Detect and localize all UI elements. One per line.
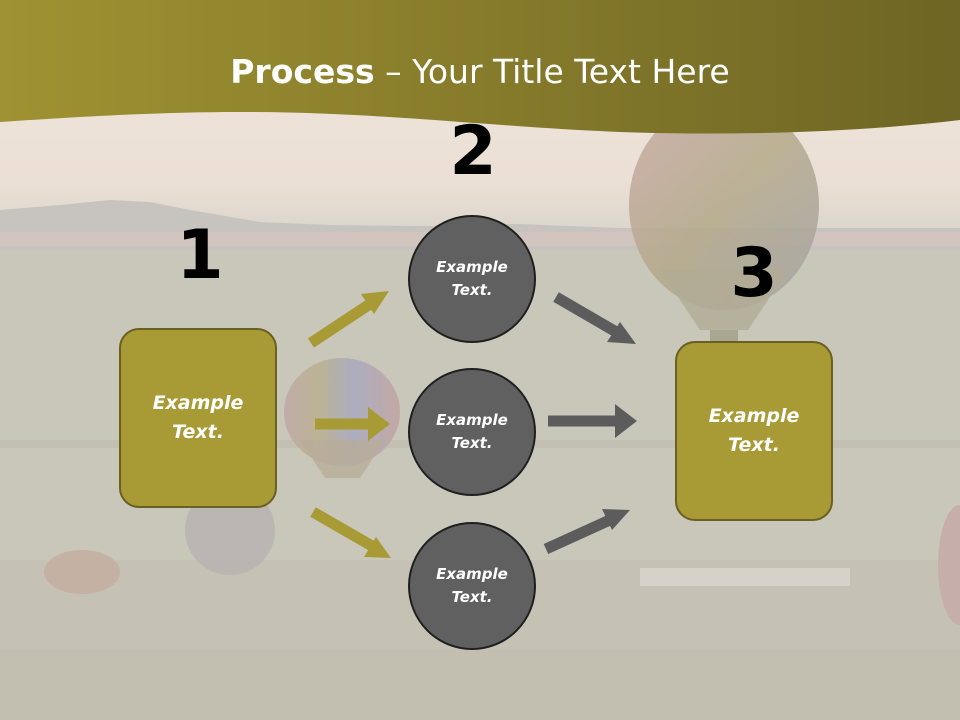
circle-top-text: Example Text.: [436, 258, 508, 299]
title-bold: Process: [230, 52, 375, 91]
circle-middle-text: Example Text.: [436, 411, 508, 452]
step-1-text: Example Text.: [152, 392, 244, 443]
step-number-1: 1: [176, 216, 224, 295]
step-2-circle-top: Example Text.: [408, 215, 536, 343]
step-2-circle-bottom: Example Text.: [408, 522, 536, 650]
step-3-text: Example Text.: [708, 405, 800, 456]
title-rest: – Your Title Text Here: [374, 52, 730, 91]
step-2-circle-middle: Example Text.: [408, 368, 536, 496]
step-1-box: Example Text.: [119, 328, 277, 508]
step-number-3: 3: [730, 234, 778, 313]
step-3-box: Example Text.: [675, 341, 833, 521]
step-number-2: 2: [449, 112, 497, 191]
slide-title: Process – Your Title Text Here: [0, 52, 960, 91]
circle-bottom-text: Example Text.: [436, 565, 508, 606]
